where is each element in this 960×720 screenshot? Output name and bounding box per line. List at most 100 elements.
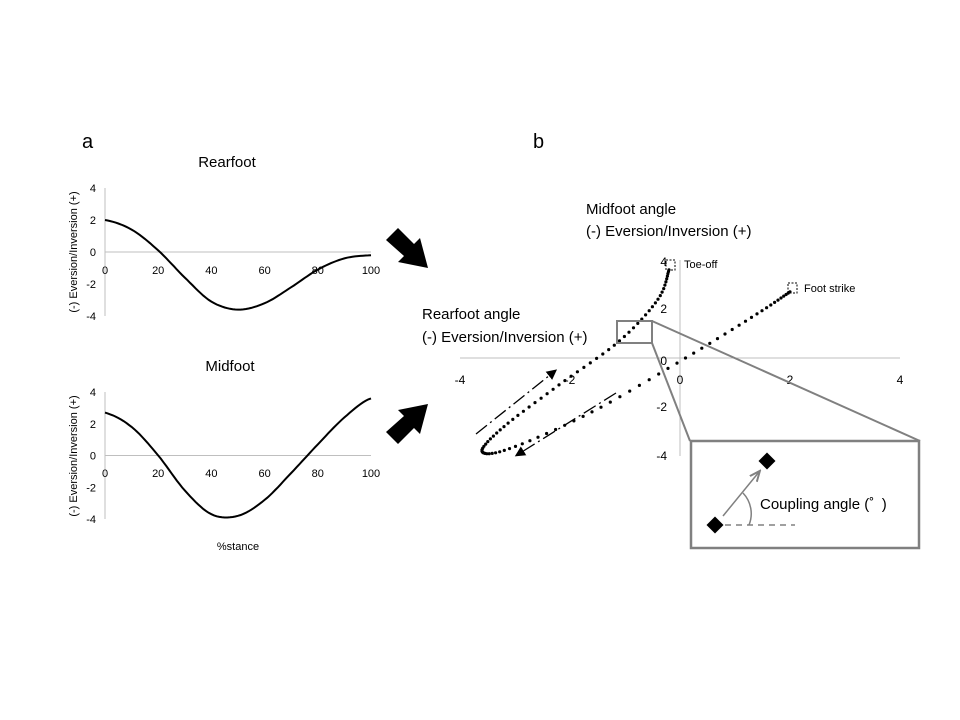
data-point [588, 361, 592, 365]
x-tick-label: -4 [455, 373, 466, 387]
data-point [700, 346, 704, 350]
data-point [628, 389, 632, 393]
data-point [511, 417, 515, 421]
data-point [765, 306, 769, 310]
y-tick-label: 0 [90, 451, 96, 463]
data-point [498, 450, 502, 454]
data-point [488, 437, 492, 441]
data-point [607, 348, 611, 352]
data-point [769, 303, 773, 307]
data-point [490, 451, 494, 455]
rearfoot-title: Rearfoot [198, 154, 256, 171]
data-point [513, 444, 518, 448]
y-tick-label: 4 [660, 255, 667, 269]
zoom-line-top [651, 320, 921, 442]
data-point [675, 361, 679, 365]
y-tick-label: -2 [86, 279, 96, 291]
data-point [482, 444, 486, 448]
data-point [554, 427, 558, 432]
toe-off-label: Toe-off [684, 259, 718, 271]
data-point [527, 405, 531, 409]
x-tick-label: 60 [258, 468, 270, 480]
data-point [581, 414, 585, 418]
series-line [104, 397, 372, 519]
data-point [755, 312, 759, 316]
data-point [658, 294, 662, 298]
data-point [506, 421, 510, 425]
y-tick-label: 2 [90, 419, 96, 431]
data-point [618, 395, 622, 399]
x-tick-label: 60 [258, 265, 270, 277]
data-point [539, 396, 543, 400]
data-point [486, 440, 490, 444]
panel-b-label: b [533, 131, 544, 153]
midfoot-angle-sublabel: (-) Eversion/Inversion (+) [586, 223, 751, 240]
y-tick-label: -2 [656, 400, 667, 414]
data-point [494, 451, 498, 455]
x-tick-label: 40 [205, 468, 217, 480]
data-point [647, 378, 651, 382]
big-arrow-down-right-icon [386, 228, 428, 268]
data-point [502, 425, 506, 429]
direction-arrow-down [514, 392, 617, 457]
data-point [631, 326, 636, 330]
data-point [491, 434, 495, 438]
data-point [484, 442, 488, 446]
x-tick-label: 40 [205, 265, 217, 277]
data-point [536, 435, 540, 439]
data-point [551, 387, 555, 391]
data-point [487, 452, 491, 456]
data-point [590, 410, 594, 414]
x-tick-label: 0 [102, 265, 108, 277]
data-point [683, 356, 688, 360]
midfoot-title: Midfoot [205, 358, 255, 375]
data-point [520, 442, 524, 446]
data-point [749, 315, 754, 319]
data-point [533, 401, 537, 405]
data-point [545, 431, 549, 436]
series-line [104, 219, 372, 311]
data-point [653, 301, 658, 305]
rearfoot-angle-label: Rearfoot angle [422, 306, 520, 323]
coupling-angle-label: Coupling angle (˚ ) [760, 496, 887, 513]
data-point [575, 370, 580, 374]
y-tick-label: 0 [660, 354, 667, 368]
data-point [782, 294, 786, 298]
data-point [545, 392, 549, 396]
data-point [692, 351, 696, 355]
x-tick-label: 4 [897, 373, 904, 387]
data-point [582, 365, 586, 369]
zoom-inset [689, 439, 921, 550]
data-point [779, 296, 783, 300]
y-tick-label: 0 [90, 247, 96, 259]
toe-off-marker [665, 259, 676, 271]
y-tick-label: 4 [90, 183, 96, 195]
data-point [666, 366, 670, 370]
data-point [569, 374, 573, 378]
midfoot-ylabel: (-) Eversion/Inversion (+) [68, 395, 80, 516]
diamond-point-1 [706, 516, 724, 534]
data-point [595, 356, 599, 360]
data-point [617, 339, 622, 343]
zoom-region-box [616, 320, 653, 344]
data-point [644, 313, 648, 317]
data-point [664, 280, 668, 284]
data-point [640, 317, 644, 321]
data-point [495, 431, 499, 435]
data-point [737, 323, 741, 327]
data-point [665, 274, 670, 278]
y-tick-label: 4 [90, 387, 96, 399]
data-point [563, 379, 567, 383]
foot-strike-marker [787, 282, 798, 294]
panel-a-label: a [82, 131, 94, 153]
data-point [657, 372, 661, 376]
x-tick-label: -2 [565, 373, 576, 387]
x-tick-label: 0 [102, 468, 108, 480]
y-tick-label: -2 [86, 482, 96, 494]
data-point [663, 283, 667, 287]
data-point [608, 400, 612, 404]
data-point [507, 447, 512, 451]
x-tick-label: 20 [152, 468, 164, 480]
